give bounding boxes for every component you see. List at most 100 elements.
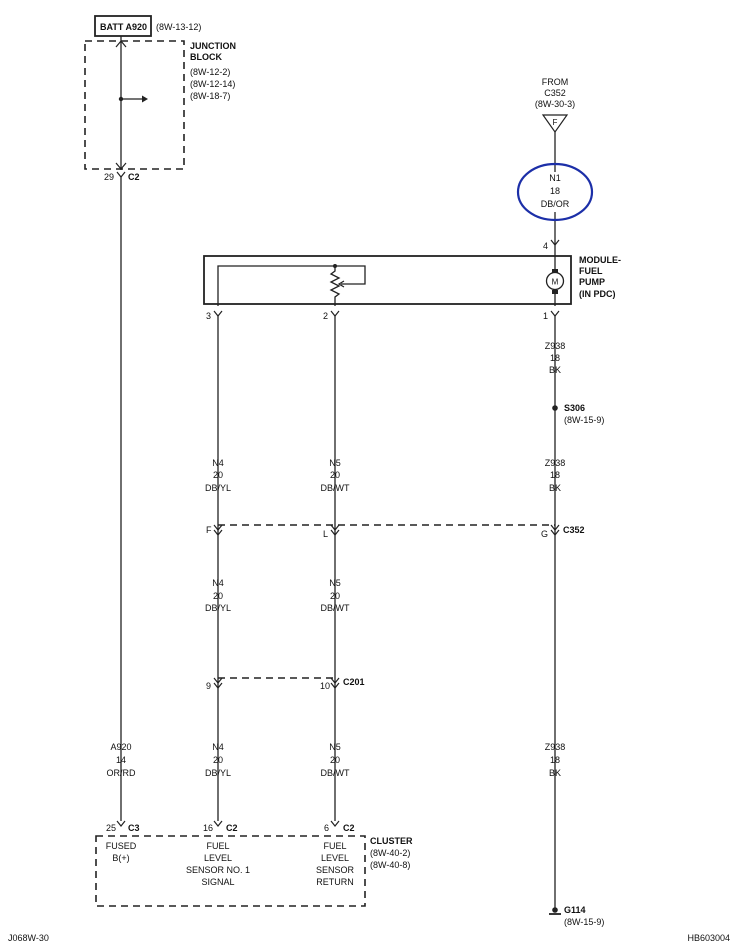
sender-wiper-arrow [337, 280, 345, 288]
from-c352-line1: FROM [542, 77, 569, 87]
n4-top-color: DB/YL [205, 483, 231, 493]
highlight-circle [516, 162, 594, 222]
cluster-outline [95, 835, 366, 907]
footer-right: HB603004 [687, 933, 730, 943]
a920-gauge: 14 [116, 755, 126, 765]
c352-pin-f-top [213, 524, 223, 531]
g114-label: G114 [564, 905, 586, 915]
cluster-return-2: LEVEL [321, 853, 349, 863]
cluster-connector-25 [116, 820, 126, 827]
c201-pin-9-top [213, 677, 223, 684]
cluster-ref-2: (8W-40-8) [370, 860, 410, 870]
cluster-pin-25: 25 [106, 823, 116, 833]
z938-top-color: BK [549, 365, 561, 375]
z938-bot-color: BK [549, 768, 561, 778]
n4-mid-color: DB/YL [205, 603, 231, 613]
footer-left: J068W-30 [8, 933, 49, 943]
n5-bot-circuit: N5 [329, 742, 341, 752]
c201-pin-10: 10 [320, 681, 330, 691]
cluster-pin-6: 6 [324, 823, 329, 833]
motor-letter: M [552, 278, 559, 287]
batt-label: BATT A920 [100, 22, 147, 32]
n5-mid-circuit: N5 [329, 578, 341, 588]
jb-branch-arrow [142, 95, 148, 103]
c201-label: C201 [343, 677, 365, 687]
z938-bot-gauge: 18 [550, 755, 560, 765]
z938-top-gauge: 18 [550, 353, 560, 363]
n5-mid-color: DB/WT [321, 603, 350, 613]
junction-block-ref-1: (8W-12-2) [190, 67, 230, 77]
n5-bot-gauge: 20 [330, 755, 340, 765]
cluster-signal-4: SIGNAL [201, 877, 234, 887]
z938-mid-color: BK [549, 483, 561, 493]
connector-pin-2 [330, 310, 340, 317]
c352-pin-g: G [541, 529, 548, 539]
c352-label: C352 [563, 525, 585, 535]
cluster-return-3: SENSOR [316, 865, 355, 875]
cluster-return-4: RETURN [316, 877, 354, 887]
a920-circuit: A920 [110, 742, 131, 752]
n5-top-color: DB/WT [321, 483, 350, 493]
cluster-pin-16: 16 [203, 823, 213, 833]
junction-block-ref-2: (8W-12-14) [190, 79, 235, 89]
ground-g114-dot [552, 907, 558, 913]
jb-out-pin: 29 [104, 172, 114, 182]
splice-s306-dot [552, 405, 558, 411]
motor-brush-top [552, 269, 558, 273]
n5-bot-color: DB/WT [321, 768, 350, 778]
c352-pin-f-bottom [213, 529, 223, 536]
n1-color: DB/OR [541, 199, 570, 209]
c352-pin-g-top [550, 524, 560, 531]
batt-ref: (8W-13-12) [156, 22, 201, 32]
cluster-signal-2: LEVEL [204, 853, 232, 863]
c352-pin-l-top [330, 524, 340, 531]
module-label-4: (IN PDC) [579, 289, 616, 299]
module-pin-3: 3 [206, 311, 211, 321]
n4-mid-gauge: 20 [213, 591, 223, 601]
module-pin-1: 1 [543, 311, 548, 321]
n4-bot-gauge: 20 [213, 755, 223, 765]
module-label-3: PUMP [579, 277, 605, 287]
cluster-pin-25-conn: C3 [128, 823, 140, 833]
module-label-1: MODULE- [579, 255, 621, 265]
cluster-fused-2: B(+) [112, 853, 129, 863]
n4-top-gauge: 20 [213, 470, 223, 480]
c352-pin-g-bottom [550, 529, 560, 536]
from-c352-flag [541, 114, 569, 134]
sender-resistor [329, 266, 341, 306]
cluster-signal-1: FUEL [206, 841, 229, 851]
jb-top-arrow [115, 40, 127, 48]
connector-pin-3 [213, 310, 223, 317]
s306-ref: (8W-15-9) [564, 415, 604, 425]
jb-out-conn: C2 [128, 172, 140, 182]
z938-top-circuit: Z938 [545, 341, 566, 351]
junction-block-ref-3: (8W-18-7) [190, 91, 230, 101]
z938-mid-circuit: Z938 [545, 458, 566, 468]
module-pin-4: 4 [543, 241, 548, 251]
cluster-pin-16-conn: C2 [226, 823, 238, 833]
z938-bot-circuit: Z938 [545, 742, 566, 752]
n1-gauge: 18 [550, 186, 560, 196]
connector-pin-1 [550, 310, 560, 317]
fuel-pump-motor-symbol [545, 271, 565, 291]
n1-circuit: N1 [549, 173, 561, 183]
cluster-ref-1: (8W-40-2) [370, 848, 410, 858]
junction-block-title-2: BLOCK [190, 52, 222, 62]
c201-pin-9-bottom [213, 682, 223, 689]
module-label-2: FUEL [579, 266, 603, 276]
junction-block-title-1: JUNCTION [190, 41, 236, 51]
c352-pin-f: F [206, 525, 212, 535]
n5-top-gauge: 20 [330, 470, 340, 480]
from-c352-ref: (8W-30-3) [535, 99, 575, 109]
junction-block-outline [84, 40, 185, 170]
sender-loop [217, 265, 366, 306]
a920-color: OR/RD [107, 768, 137, 778]
motor-brush-bottom [552, 290, 558, 294]
c352-pin-l-bottom [330, 529, 340, 536]
n4-top-circuit: N4 [212, 458, 224, 468]
module-fuel-pump-box [203, 255, 572, 305]
cluster-connector-6 [330, 820, 340, 827]
n5-mid-gauge: 20 [330, 591, 340, 601]
batt-box [94, 15, 152, 37]
